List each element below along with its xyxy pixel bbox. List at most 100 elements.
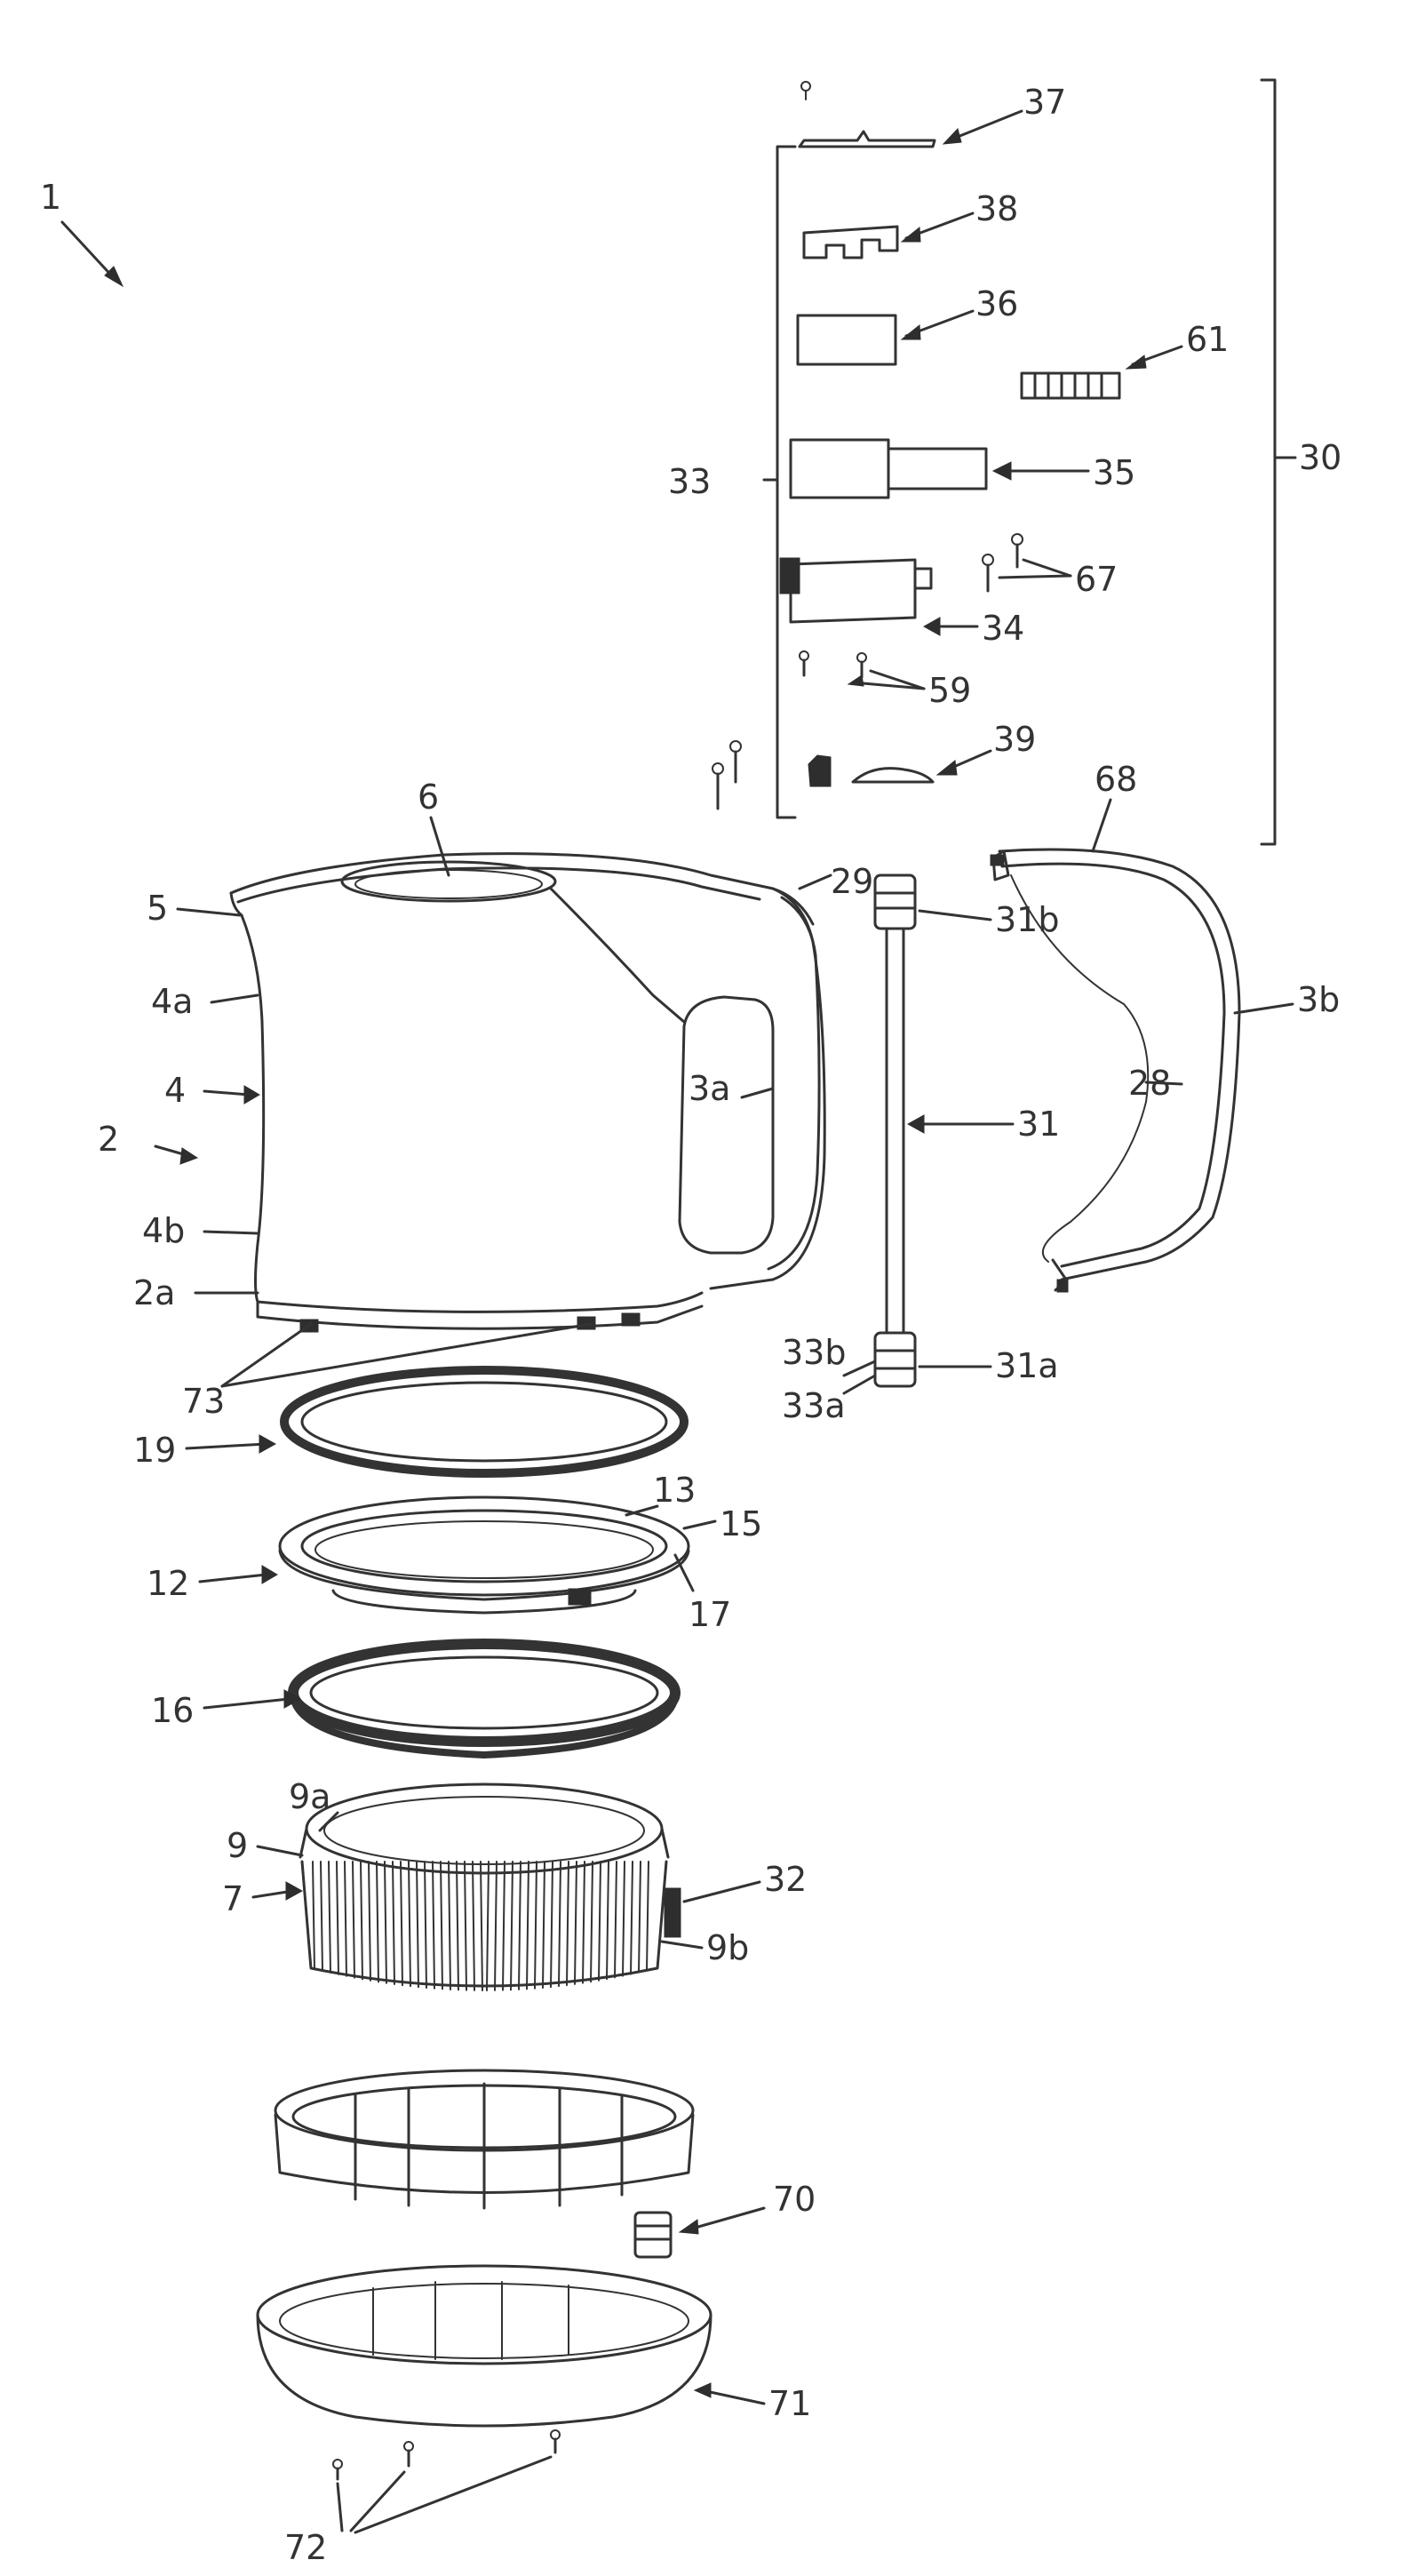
label-71: 71 — [768, 2384, 811, 2423]
label-13: 13 — [653, 1471, 696, 1510]
label-33a: 33a — [782, 1386, 846, 1425]
heater-fin — [401, 1862, 402, 1985]
heater-fin — [623, 1862, 625, 1976]
label-35: 35 — [1093, 453, 1135, 492]
heater-fins — [313, 1862, 649, 1990]
heater-fin — [511, 1862, 513, 1990]
part-31-tube — [875, 875, 915, 1386]
label-29: 29 — [831, 862, 873, 901]
heater-fin — [393, 1862, 394, 1984]
label-19: 19 — [133, 1431, 176, 1470]
part-71-base — [258, 2266, 764, 2426]
label-31: 31 — [1017, 1105, 1060, 1144]
label-36: 36 — [975, 284, 1018, 323]
label-7: 7 — [222, 1879, 243, 1918]
heater-fin — [449, 1862, 450, 1990]
label-3a: 3a — [689, 1069, 730, 1108]
part-70-connector — [635, 2208, 764, 2257]
part-38 — [804, 213, 973, 258]
base-frame — [275, 2070, 693, 2208]
kettle-body — [231, 854, 824, 1332]
heater-fin — [551, 1862, 553, 1987]
label-32: 32 — [764, 1860, 807, 1899]
label-31a: 31a — [995, 1346, 1059, 1385]
heater-fin — [377, 1862, 378, 1982]
heater-fin — [559, 1862, 561, 1986]
part-61-spring — [1022, 347, 1182, 398]
heater-fin — [639, 1862, 641, 1973]
heater-fin — [647, 1862, 649, 1970]
heater-fin — [441, 1862, 442, 1989]
part-67-screws — [983, 534, 1071, 591]
label-12: 12 — [147, 1564, 189, 1603]
label-1: 1 — [40, 178, 61, 217]
label-9a: 9a — [289, 1777, 330, 1816]
heater-fin — [345, 1862, 346, 1976]
label-4b: 4b — [142, 1211, 185, 1250]
label-59: 59 — [928, 671, 971, 710]
label-9: 9 — [227, 1826, 248, 1865]
label-17: 17 — [689, 1595, 731, 1634]
heater-fin — [495, 1862, 497, 1990]
heater-fin — [487, 1862, 489, 1990]
heater-fin — [313, 1862, 314, 1969]
part-35 — [791, 440, 1088, 498]
part-34 — [780, 558, 977, 635]
label-61: 61 — [1186, 320, 1229, 359]
label-33: 33 — [668, 462, 711, 501]
heater-fin — [591, 1862, 593, 1982]
label-38: 38 — [975, 189, 1018, 228]
label-33b: 33b — [782, 1333, 846, 1372]
label-28: 28 — [1128, 1064, 1171, 1103]
heater-fin — [385, 1862, 386, 1983]
label-4: 4 — [164, 1071, 186, 1110]
reference-labels: 1 37 38 36 61 33 35 30 67 34 59 39 68 6 … — [40, 83, 1341, 2567]
heater-fin — [527, 1862, 529, 1989]
label-70: 70 — [773, 2180, 816, 2219]
heater-fin — [599, 1862, 601, 1981]
heater-fin — [519, 1862, 521, 1990]
heater-fin — [361, 1862, 362, 1979]
heater-fin — [503, 1862, 505, 1990]
heater-fin — [433, 1862, 434, 1989]
heater-fin — [583, 1862, 585, 1983]
heater-fin — [567, 1862, 569, 1985]
label-72: 72 — [284, 2528, 327, 2567]
label-9b: 9b — [706, 1928, 749, 1967]
label-2: 2 — [98, 1120, 119, 1159]
label-68: 68 — [1095, 760, 1137, 799]
label-16: 16 — [151, 1691, 194, 1730]
part-36 — [798, 311, 973, 364]
heater-fin — [535, 1862, 537, 1989]
label-31b: 31b — [995, 900, 1059, 939]
label-67: 67 — [1075, 560, 1118, 599]
heater-fin — [473, 1862, 474, 1990]
heater-fin — [465, 1862, 466, 1990]
heater-fin — [321, 1862, 322, 1971]
label-3b: 3b — [1297, 980, 1340, 1019]
part-7-heater — [300, 1784, 681, 1990]
label-30: 30 — [1299, 438, 1341, 477]
heater-fin — [417, 1862, 418, 1987]
heater-fin — [353, 1862, 354, 1978]
label-2a: 2a — [133, 1273, 175, 1312]
heater-fin — [457, 1862, 458, 1990]
heater-fin — [425, 1862, 426, 1988]
label-37: 37 — [1023, 83, 1066, 122]
part-39 — [712, 741, 991, 809]
label-39: 39 — [993, 720, 1036, 759]
heater-fin — [607, 1862, 609, 1979]
bracket-30 — [1262, 80, 1295, 844]
heater-fin — [369, 1862, 370, 1981]
heater-fin — [481, 1862, 482, 1990]
heater-fin — [409, 1862, 410, 1986]
heater-fin — [575, 1862, 577, 1984]
heater-fin — [631, 1862, 633, 1974]
heater-fin — [329, 1862, 330, 1973]
label-5: 5 — [147, 889, 168, 928]
heater-fin — [337, 1862, 338, 1974]
part-16-seal — [293, 1644, 675, 1755]
label-15: 15 — [720, 1504, 762, 1543]
part-37-plate — [800, 82, 1022, 147]
